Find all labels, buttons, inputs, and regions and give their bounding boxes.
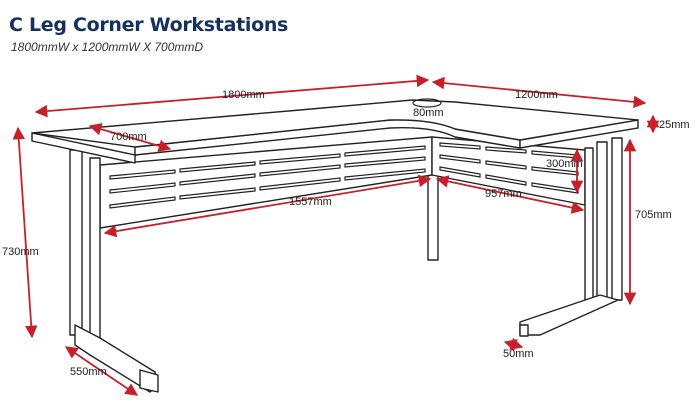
dim-label-705: 705mm bbox=[635, 209, 672, 221]
dim-label-300: 300mm bbox=[546, 158, 583, 170]
dim-label-25: 25mm bbox=[659, 119, 690, 131]
dim-label-1557: 1557mm bbox=[289, 196, 332, 208]
dim-label-957: 957mm bbox=[485, 188, 522, 200]
dim-label-1200: 1200mm bbox=[515, 89, 558, 101]
dim-label-80: 80mm bbox=[413, 107, 444, 119]
dim-label-1800: 1800mm bbox=[222, 89, 265, 101]
right-c-leg bbox=[519, 137, 623, 337]
page-title: C Leg Corner Workstations bbox=[9, 14, 289, 36]
product-size-subtitle: 1800mmW x 1200mmW X 700mmD bbox=[11, 40, 204, 54]
dim-label-730: 730mm bbox=[2, 246, 39, 258]
dim-label-50: 50mm bbox=[503, 348, 534, 360]
dimension-labels: 1800mm 1200mm 700mm 80mm 25mm 300mm 957m… bbox=[2, 89, 690, 378]
dimension-lines bbox=[12, 74, 660, 396]
dim-label-550: 550mm bbox=[70, 366, 107, 378]
dim-label-700: 700mm bbox=[110, 131, 147, 143]
